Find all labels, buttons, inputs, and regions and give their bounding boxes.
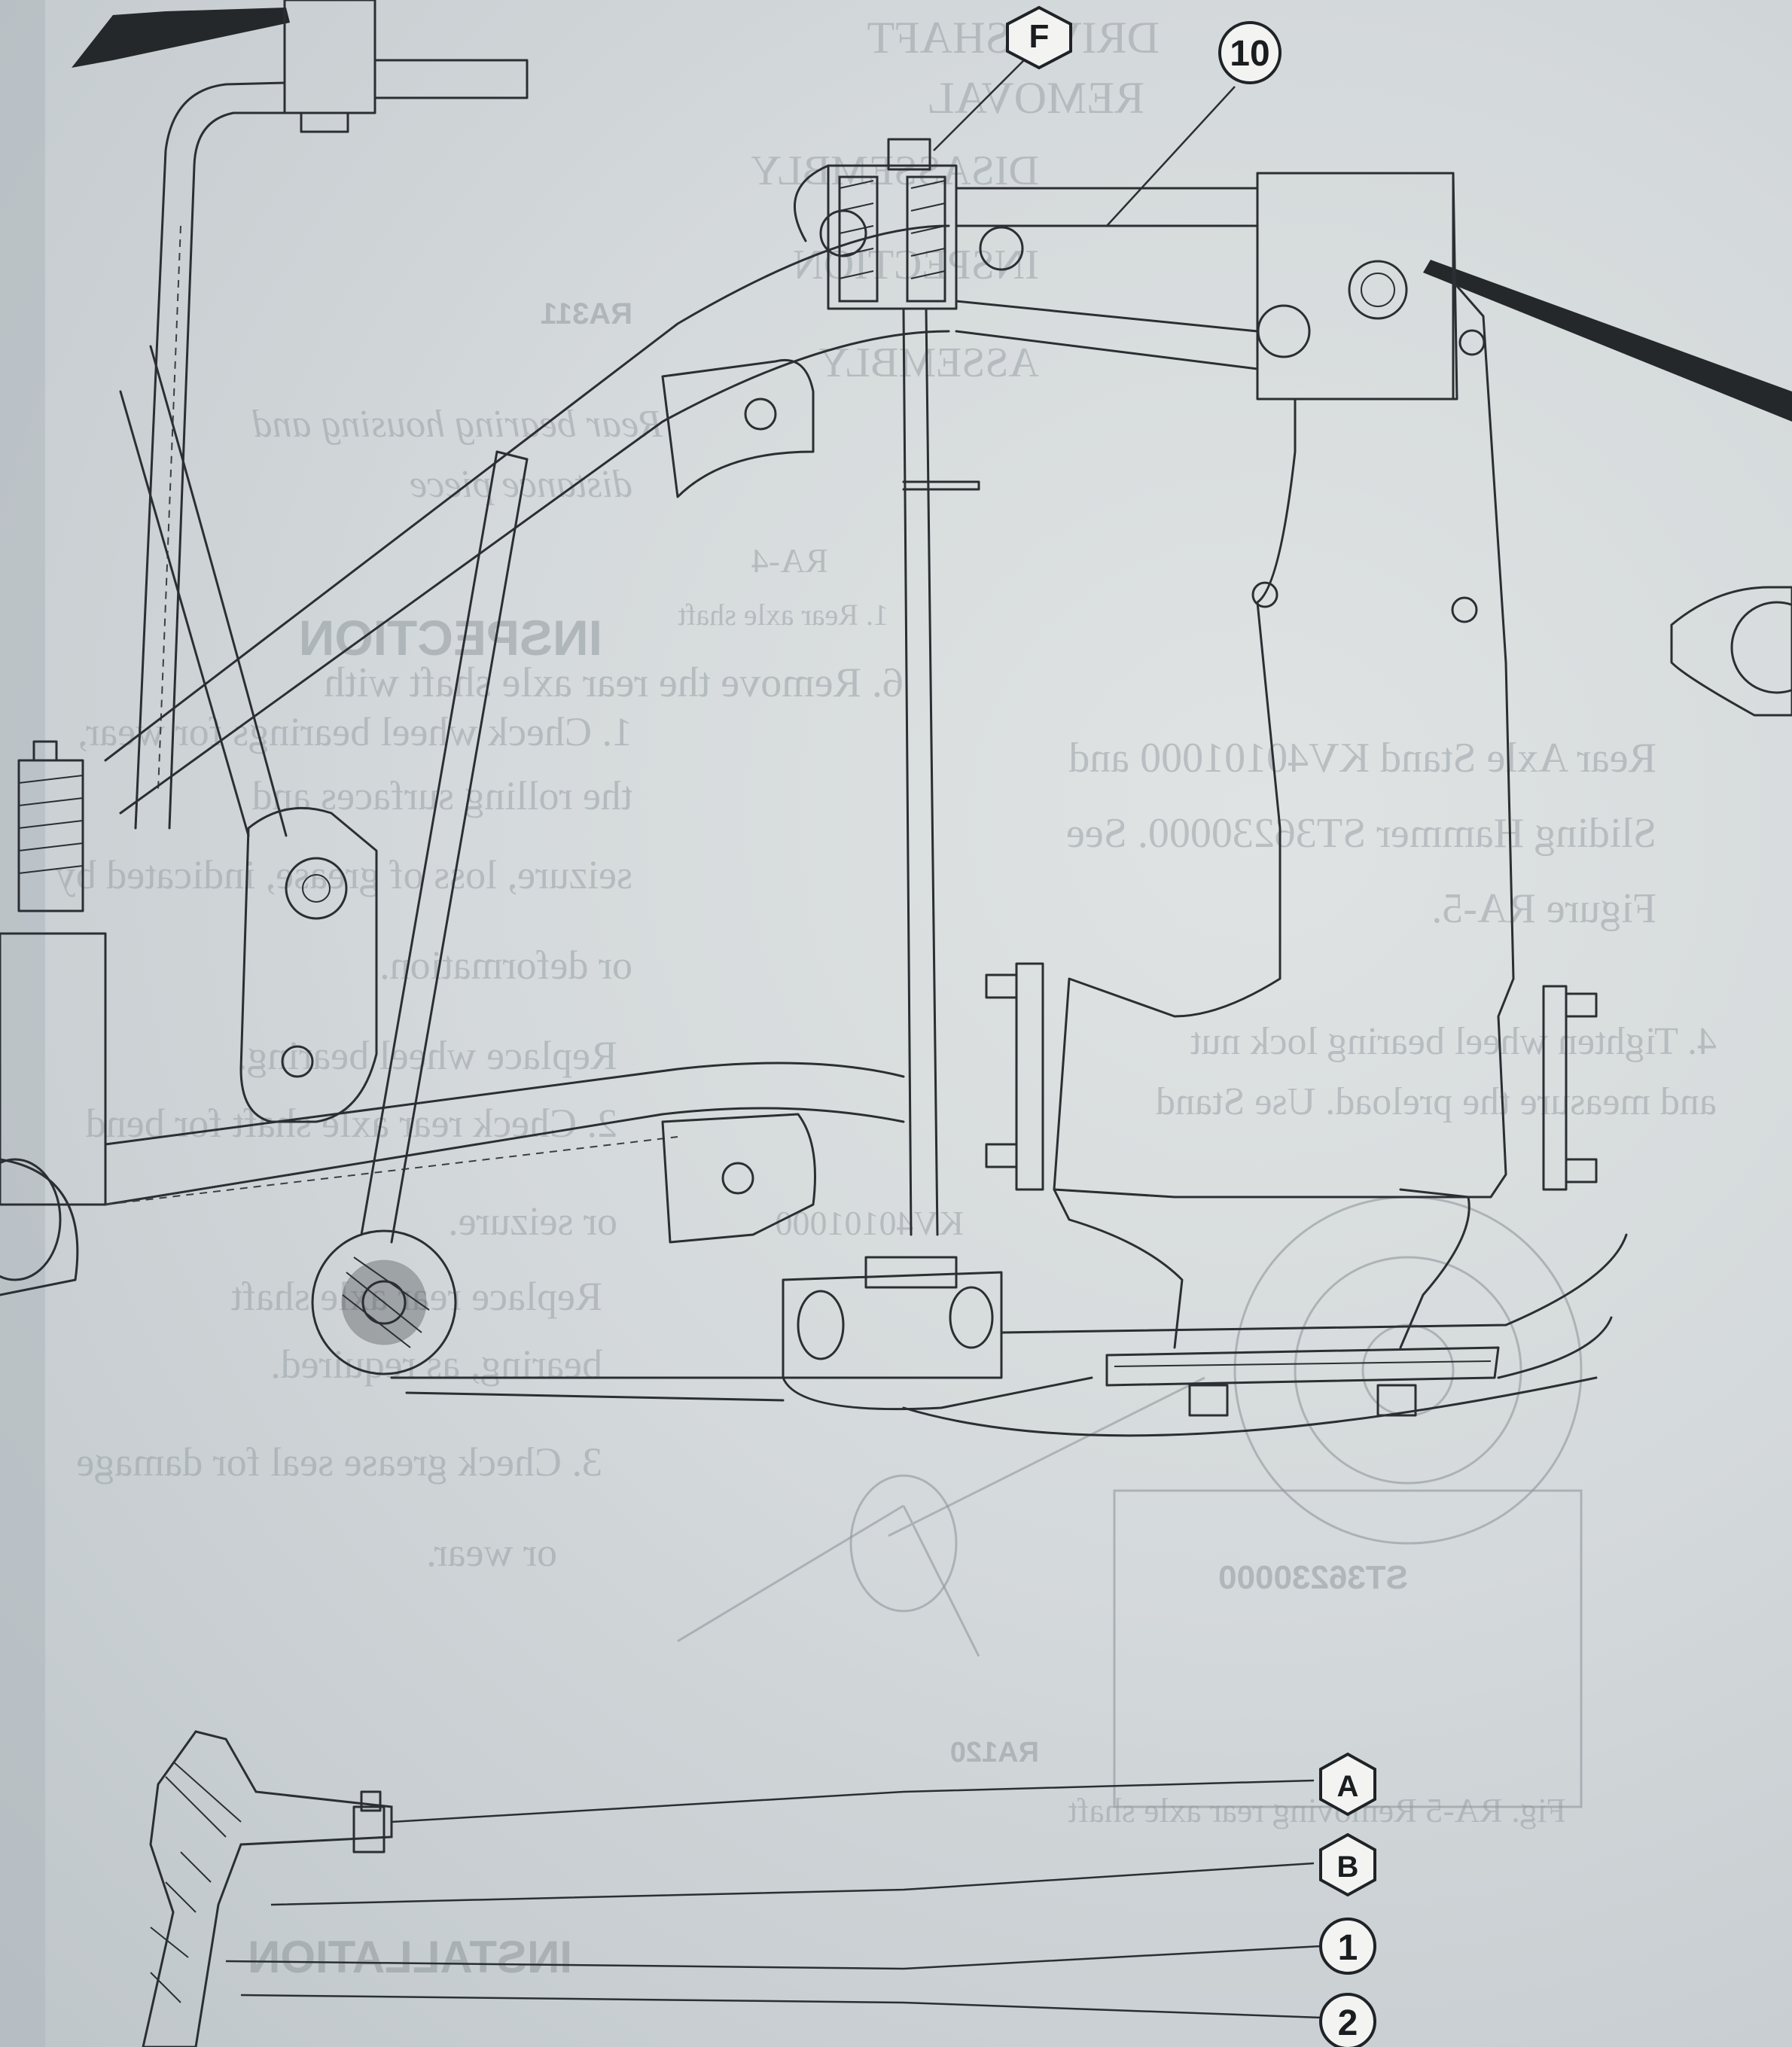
callout-10-label: 10 (1230, 34, 1269, 74)
bleed-line-16: ST36230000 (1218, 1559, 1408, 1596)
page-edge-shadow (0, 0, 45, 2047)
callout-a: A (391, 1752, 1376, 1823)
bleed-line-10: 6. Remove the rear axle shaft with (324, 659, 904, 706)
bleed-line-19: INSPECTION (299, 610, 602, 666)
bleed-line-20: 1. Check wheel bearings for wear, (78, 709, 632, 754)
bleed-through-text: DRIVE SHAFT REMOVAL DISASSEMBLY INSPECTI… (56, 13, 1717, 1982)
callout-10: 10 (1106, 21, 1282, 227)
bleed-line-11: Rear Axle Stand KV40101000 and (1068, 735, 1656, 781)
spring-seat (782, 1271, 1003, 1379)
bleed-line-4: ASSEMBLY (818, 340, 1039, 386)
bleed-through-hub (677, 1196, 1583, 1808)
bleed-line-17: RA120 (950, 1737, 1039, 1768)
bleed-line-21: the rolling surfaces and (252, 773, 632, 818)
arm-link (239, 806, 378, 1123)
bleed-line-31: KV40101000 (776, 1204, 964, 1242)
bleed-line-3: INSPECTION (793, 242, 1039, 288)
bushing-block (827, 164, 958, 310)
bleed-line-13: Figure RA-5. (1431, 885, 1656, 932)
bleed-line-15: and measure the preload. Use Stand (1156, 1080, 1717, 1123)
callout-2-label: 2 (1338, 2003, 1358, 2043)
upper-bracket (283, 0, 376, 114)
bleed-line-32: INSTALLATION (248, 1932, 572, 1982)
callout-a-label: A (1337, 1770, 1359, 1803)
bleed-line-28: bearing, as required. (270, 1342, 602, 1387)
direction-arrow-left (72, 8, 290, 68)
callout-f: F (933, 5, 1072, 151)
bleed-line-9: 1. Rear axle shaft (678, 598, 888, 632)
callout-1: 1 (225, 1918, 1376, 1975)
callout-1-label: 1 (1338, 1928, 1358, 1968)
bleed-line-30: or wear. (426, 1530, 557, 1575)
bleed-line-8: RA-4 (751, 541, 828, 580)
bleed-line-23: or deformation. (379, 943, 632, 988)
bleed-line-27: Replace rear axle shaft (231, 1274, 602, 1319)
callout-f-label: F (1029, 18, 1050, 55)
bleed-line-1: REMOVAL (927, 73, 1144, 123)
mount-section (142, 1730, 393, 2047)
bleed-line-14: 4. Tighten wheel bearing lock nut (1190, 1020, 1717, 1063)
bleed-line-25: 2. Check rear axle shaft for bend (86, 1101, 617, 1146)
lower-bushing (311, 1229, 457, 1375)
bleed-line-29: 3. Check grease seal for damage (76, 1439, 602, 1485)
bleed-line-26: or seizure. (448, 1199, 617, 1244)
bleed-line-7: RA311 (541, 297, 632, 331)
callout-b-label: B (1337, 1851, 1359, 1884)
direction-arrow-right (1423, 260, 1792, 422)
bleed-line-18: Fig. RA-5 Removing rear axle shaft (1068, 1791, 1566, 1829)
bleed-line-2: DISASSEMBLY (751, 148, 1039, 194)
bleed-line-5: Rear bearing housing and (251, 403, 663, 446)
callout-b: B (270, 1832, 1376, 1906)
callout-2: 2 (240, 1993, 1376, 2047)
bleed-line-12: Sliding Hammer ST36230000. See (1066, 810, 1656, 857)
